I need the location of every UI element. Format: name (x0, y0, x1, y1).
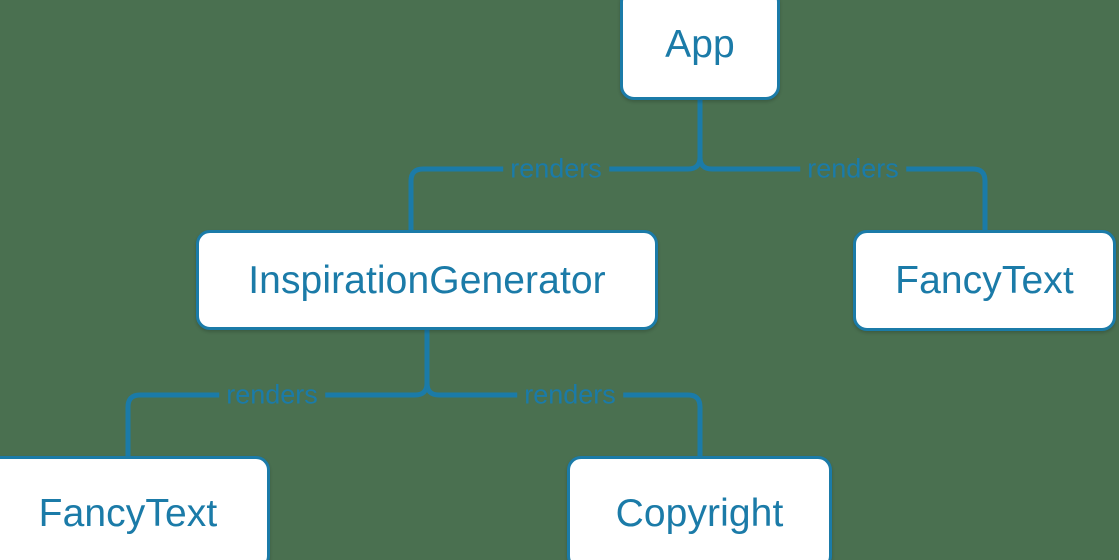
node-fancytext-left[interactable]: FancyText (0, 456, 270, 560)
node-fancytext-left-label: FancyText (38, 491, 218, 535)
node-fancytext-right-label: FancyText (895, 259, 1074, 302)
node-inspirationgenerator[interactable]: InspirationGenerator (196, 230, 658, 330)
edge-label-inspirationgenerator-to-fancytext-left: renders (219, 381, 325, 409)
edge-app-to-fancytext-right (697, 156, 988, 230)
node-copyright[interactable]: Copyright (567, 456, 832, 560)
edge-label-app-to-fancytext-right: renders (800, 155, 906, 183)
node-copyright-label: Copyright (615, 491, 784, 535)
node-app-label: App (665, 22, 735, 66)
edge-label-inspirationgenerator-to-copyright: renders (517, 381, 623, 409)
node-fancytext-right[interactable]: FancyText (853, 230, 1116, 331)
node-inspirationgenerator-label: InspirationGenerator (248, 258, 606, 302)
edge-label-app-to-inspirationgenerator: renders (503, 155, 609, 183)
node-app[interactable]: App (620, 0, 780, 100)
edge-inspirationgenerator-to-copyright (424, 382, 703, 456)
